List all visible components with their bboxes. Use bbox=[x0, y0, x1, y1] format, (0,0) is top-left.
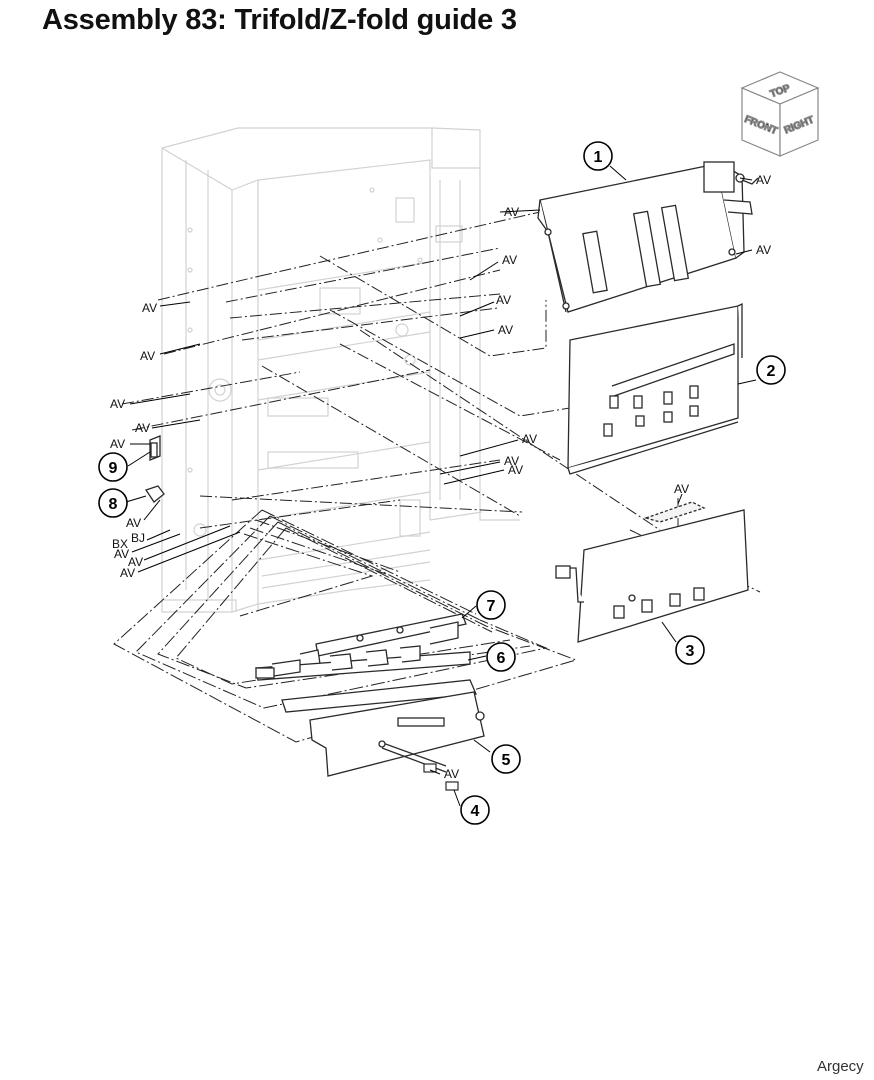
callout-8-label: 8 bbox=[109, 496, 118, 513]
alignment-guides bbox=[121, 211, 761, 593]
av-tag: AV bbox=[508, 463, 523, 477]
callout-4: 4 bbox=[460, 795, 490, 825]
av-tag: AV bbox=[756, 173, 771, 187]
av-tag: AV bbox=[502, 253, 517, 267]
callout-6-label: 6 bbox=[497, 650, 506, 667]
callout-6: 6 bbox=[486, 642, 516, 672]
part-7-upper-rail bbox=[299, 613, 467, 669]
part-8-bracket bbox=[144, 485, 165, 503]
av-tag: AV bbox=[128, 555, 143, 569]
av-tag: AV bbox=[114, 547, 129, 561]
page-title: Assembly 83: Trifold/Z-fold guide 3 bbox=[42, 4, 517, 36]
av-tag: AV bbox=[140, 349, 155, 363]
av-tag: AV bbox=[126, 516, 141, 530]
guide-rail-tracks bbox=[113, 509, 578, 743]
av-tag: AV bbox=[498, 323, 513, 337]
callouts: 1 2 3 4 5 6 7 8 bbox=[98, 141, 786, 825]
part-5-bottom-guide bbox=[281, 679, 485, 777]
bj-tag: BJ bbox=[131, 531, 145, 545]
callout-7: 7 bbox=[476, 590, 506, 620]
av-tag: AV bbox=[674, 482, 689, 496]
callout-5: 5 bbox=[491, 744, 521, 774]
part-4-clip bbox=[423, 763, 459, 791]
watermark: Argecy bbox=[817, 1058, 864, 1075]
callout-1-label: 1 bbox=[594, 149, 603, 166]
av-tag: AV bbox=[496, 293, 511, 307]
callout-7-label: 7 bbox=[487, 598, 496, 615]
av-tag: AV bbox=[110, 437, 125, 451]
av-tag: AV bbox=[110, 397, 125, 411]
leader-lines bbox=[125, 165, 757, 807]
part-1-upper-guide-plate bbox=[537, 161, 759, 313]
av-tag: AV bbox=[522, 432, 537, 446]
av-tag: AV bbox=[142, 301, 157, 315]
part-9-bracket bbox=[149, 435, 161, 461]
connector-tags: AV AV AV AV AV AV AV AV AV AV AV AV AV A… bbox=[110, 173, 771, 781]
av-tag: AV bbox=[135, 421, 150, 435]
callout-2-label: 2 bbox=[767, 363, 776, 380]
callout-2: 2 bbox=[756, 355, 786, 385]
bx-tag: BX bbox=[112, 537, 128, 551]
callout-9: 9 bbox=[98, 452, 128, 482]
av-tag: AV bbox=[120, 566, 135, 580]
callout-1: 1 bbox=[583, 141, 613, 171]
av-tag: AV bbox=[504, 205, 519, 219]
av-tag: AV bbox=[504, 454, 519, 468]
av-tag: AV bbox=[444, 767, 459, 781]
callout-9-label: 9 bbox=[109, 460, 118, 477]
callout-3: 3 bbox=[675, 635, 705, 665]
part-6-middle-rail bbox=[255, 645, 471, 681]
part-3-lower-guide-plate bbox=[555, 501, 749, 643]
callout-5-label: 5 bbox=[502, 752, 511, 769]
callout-8: 8 bbox=[98, 488, 128, 518]
callout-4-label: 4 bbox=[471, 803, 480, 820]
callout-3-label: 3 bbox=[686, 643, 695, 660]
machine-frame bbox=[161, 127, 520, 613]
part-2-middle-guide-plate bbox=[567, 302, 743, 475]
av-tag: AV bbox=[756, 243, 771, 257]
orientation-cube: TOP FRONT RIGHT bbox=[740, 71, 820, 157]
